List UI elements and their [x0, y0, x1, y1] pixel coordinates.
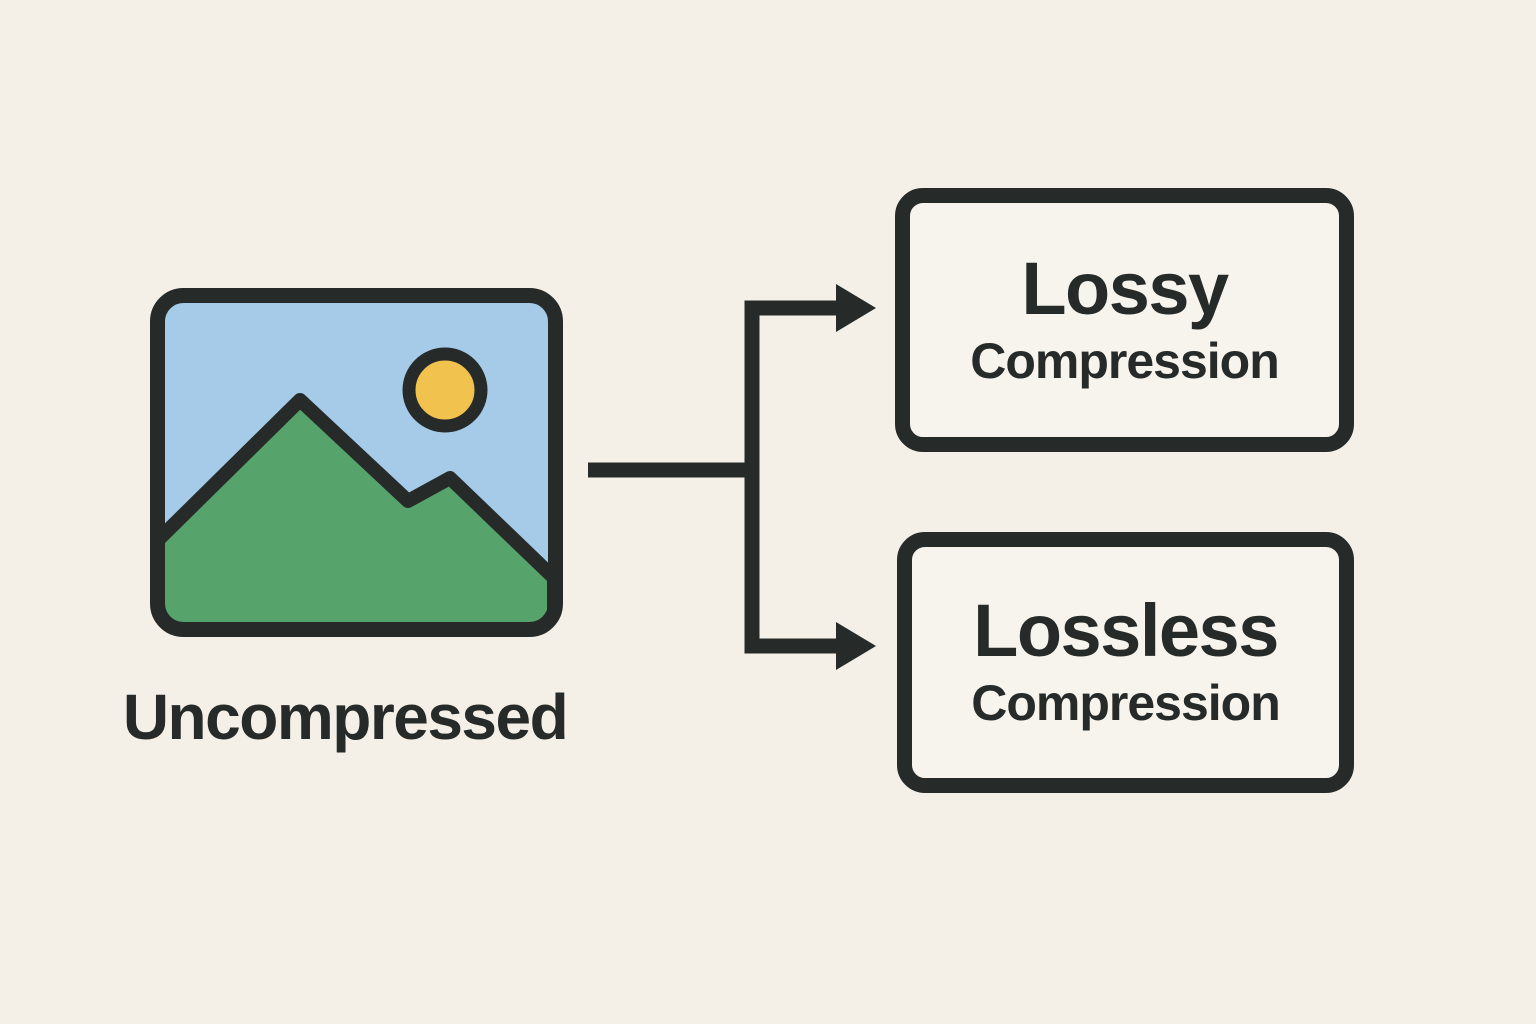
- image-icon: [150, 288, 563, 637]
- lossless-title: Lossless: [973, 589, 1279, 672]
- lossy-title: Lossy: [1021, 246, 1229, 330]
- lossy-compression-box: Lossy Compression: [895, 188, 1354, 452]
- source-label: Uncompressed: [122, 681, 569, 753]
- lossy-subtitle: Compression: [970, 332, 1280, 389]
- connector-branch: [744, 300, 838, 654]
- sun-icon: [402, 347, 488, 433]
- lossless-compression-box: Lossless Compression: [897, 532, 1354, 793]
- mountain-shape: [164, 393, 549, 623]
- lossless-subtitle: Compression: [971, 675, 1281, 731]
- image-frame: [150, 288, 563, 637]
- arrow-to-lossy-icon: [836, 284, 876, 332]
- arrow-to-lossless-icon: [836, 622, 876, 670]
